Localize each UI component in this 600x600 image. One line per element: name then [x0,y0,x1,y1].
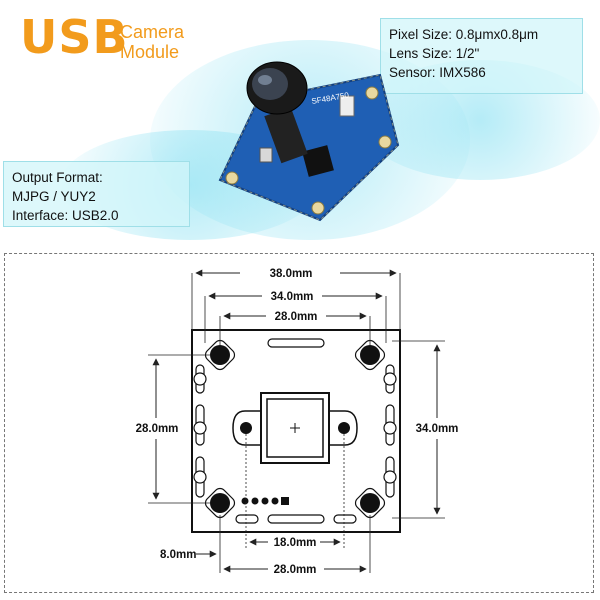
usb-title: USB [20,10,129,64]
mount-hole [360,345,380,365]
camera-word: Camera [120,22,185,42]
camera-module-photo: SF48A750 [218,61,400,222]
lens-holder [264,106,308,164]
interface-text: Interface: USB2.0 [12,208,119,223]
mount-hole [210,493,230,513]
product-banner: USB Camera Module Pixel Size: 0.8μmx0.8μ… [0,0,600,250]
component [259,147,273,163]
mount-hole [225,171,239,185]
dim-34-label: 34.0mm [271,291,314,303]
mount-hole [378,135,392,149]
connector-pin [261,497,269,505]
dim-28-top-label: 28.0mm [275,311,318,323]
dim-34-right-label: 34.0mm [416,423,459,435]
connector-pin [271,497,279,505]
output-callout: Output Format: MJPG / YUY2 Interface: US… [3,161,190,227]
usb-chip [302,145,334,177]
output-format-value: MJPG / YUY2 [12,189,96,204]
dim-8-label: 8.0mm [160,549,196,561]
lens-glass [252,68,288,100]
connector [339,95,355,117]
mount-hole [365,86,379,100]
connector-pin-square [281,497,289,505]
mount-hole [311,201,325,215]
sensor-window [266,398,324,458]
dim-28-left-label: 28.0mm [136,423,179,435]
mount-hole [360,493,380,513]
sensor-text: Sensor: IMX586 [389,65,486,80]
specs-callout: Pixel Size: 0.8μmx0.8μm Lens Size: 1/2" … [380,18,583,94]
dim-18-label: 18.0mm [274,537,317,549]
lens-screw-hole [338,422,350,434]
output-format-label: Output Format: [12,170,103,185]
mount-hole [210,345,230,365]
lens-screw-hole [240,422,252,434]
connector-pin [251,497,259,505]
pixel-size-text: Pixel Size: 0.8μmx0.8μm [389,27,539,42]
dimension-drawing: 38.0mm 34.0mm 28.0mm 28.0mm 34.0mm 18.0m… [136,268,459,576]
camera-module-title: Camera Module [120,22,184,62]
module-word: Module [120,42,180,62]
connector-pin [241,497,249,505]
dim-38-label: 38.0mm [270,268,313,280]
dimension-frame [4,253,594,593]
lens-size-text: Lens Size: 1/2" [389,46,480,61]
lens-mount-left [232,410,261,446]
board-outline [191,329,401,533]
sensor-outline [260,392,330,464]
dim-28-bottom-label: 28.0mm [274,564,317,576]
lens-mount-right [329,410,358,446]
